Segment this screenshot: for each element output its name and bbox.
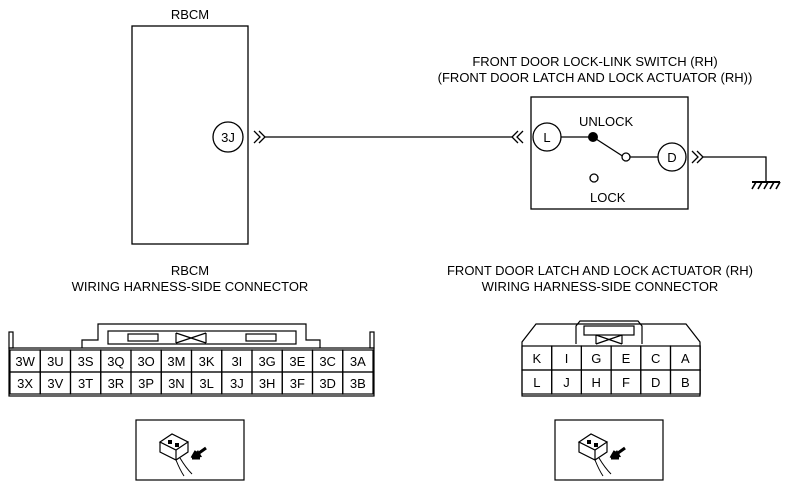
left-lock-frame-outer	[81, 323, 321, 348]
rbcm-connector	[8, 323, 375, 397]
pin-label: 3C	[319, 354, 336, 369]
pin-label: 3F	[290, 376, 305, 391]
pin-label: H	[592, 375, 601, 390]
pin-label: 3E	[289, 354, 305, 369]
actuator-connector	[521, 320, 701, 397]
left-connector-title-2: WIRING HARNESS-SIDE CONNECTOR	[71, 279, 309, 294]
pin-label: 3X	[17, 376, 33, 391]
pin-label: 3K	[199, 354, 215, 369]
left-lock-slot-1	[127, 333, 159, 342]
pin-label: I	[565, 351, 569, 366]
pin-label: 3G	[258, 354, 275, 369]
rbcm-box	[131, 25, 249, 245]
left-tab-left	[8, 331, 14, 349]
pin-label: C	[651, 351, 660, 366]
switch-title-line-2: (FRONT DOOR LATCH AND LOCK ACTUATOR (RH)…	[437, 70, 753, 85]
left-lock-x	[175, 332, 207, 344]
right-connector-title-1: FRONT DOOR LATCH AND LOCK ACTUATOR (RH)	[446, 263, 753, 278]
pin-label: 3Q	[107, 354, 124, 369]
rbcm-terminal-label: 3J	[221, 130, 235, 145]
pin-label: G	[591, 351, 601, 366]
pin-label: 3T	[78, 376, 93, 391]
lock-contact	[589, 173, 599, 183]
pin-label: 3U	[47, 354, 64, 369]
pin-label: 3V	[47, 376, 63, 391]
ground-wire	[703, 156, 767, 182]
switch-blade	[592, 136, 625, 158]
switch-terminal-l-label: L	[543, 130, 550, 145]
right-lock-x	[595, 334, 623, 345]
switch-terminal-d-label: D	[667, 150, 676, 165]
pin-label: 3S	[78, 354, 94, 369]
pin-cell	[342, 371, 374, 395]
pin-label: K	[533, 351, 542, 366]
ground-connector-chevron	[691, 150, 704, 164]
pin-label: 3M	[167, 354, 185, 369]
actuator-pin-grid: K I G E C A L J H F D B	[521, 345, 701, 395]
rbcm-pin-grid: 3W 3U 3S 3Q 3O 3M 3K 3I 3G 3E 3C 3A 3X 3V 3T 3R 3P 3N 3L 3J…	[9, 349, 374, 395]
pin-label: 3N	[168, 376, 185, 391]
left-tab-right	[369, 331, 375, 349]
common-contact	[621, 152, 631, 162]
left-lock-inner	[107, 330, 297, 345]
left-connector-view-icon	[135, 419, 245, 481]
right-lock-inner	[583, 325, 635, 336]
pin-label: F	[622, 375, 630, 390]
right-connector-view-icon	[554, 419, 664, 481]
right-lock-frame	[575, 320, 643, 344]
switch-connector-chevron	[511, 130, 524, 144]
pin-label: L	[533, 375, 540, 390]
ground-hatch	[751, 181, 781, 190]
pin-label: J	[563, 375, 570, 390]
switch-box	[530, 96, 689, 210]
pin-label: 3A	[350, 354, 366, 369]
pin-label: D	[651, 375, 660, 390]
pin-label: 3R	[108, 376, 125, 391]
rbcm-connector-chevron	[253, 130, 266, 144]
pin-label: 3J	[230, 376, 244, 391]
unlock-contact	[588, 132, 598, 142]
pin-label: 3O	[137, 354, 154, 369]
pin-label: 3B	[350, 376, 366, 391]
left-lock-slot-2	[245, 333, 277, 342]
pin-label: E	[622, 351, 631, 366]
rbcm-title: RBCM	[170, 7, 210, 22]
pin-label: 3H	[259, 376, 276, 391]
rbcm-terminal-3j	[212, 121, 244, 153]
left-connector-title-1: RBCM	[170, 263, 210, 278]
pin-label: A	[681, 351, 690, 366]
pin-label: B	[681, 375, 690, 390]
right-connector-outline	[521, 323, 701, 397]
pin-label: 3I	[231, 354, 242, 369]
pin-cell	[669, 369, 701, 395]
right-connector-title-2: WIRING HARNESS-SIDE CONNECTOR	[481, 279, 719, 294]
pin-label: 3P	[138, 376, 154, 391]
switch-title-line-1: FRONT DOOR LOCK-LINK SWITCH (RH)	[472, 54, 718, 69]
unlock-label: UNLOCK	[579, 114, 634, 129]
left-connector-body	[8, 347, 375, 397]
pin-label: 3L	[199, 376, 213, 391]
lock-label: LOCK	[590, 190, 626, 205]
pin-label: 3W	[15, 354, 35, 369]
pin-label: 3D	[319, 376, 336, 391]
